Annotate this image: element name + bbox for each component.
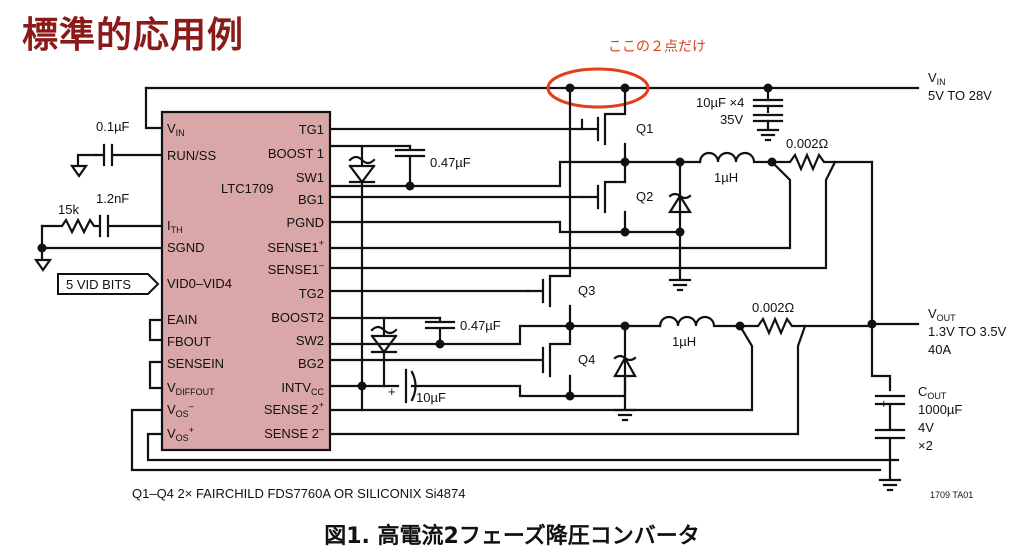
vout-current: 40A	[928, 342, 951, 357]
pin-pgnd: PGND	[286, 215, 324, 230]
ref-code: 1709 TA01	[930, 490, 973, 500]
pin-ith: ITH	[167, 218, 183, 235]
pin-sense1-minus: SENSE1–	[268, 260, 324, 277]
pin-tg2: TG2	[299, 286, 324, 301]
ltc1709-chip	[160, 110, 332, 452]
cap-intvcc-label: 10µF	[416, 390, 446, 405]
q3-label: Q3	[578, 283, 595, 298]
cout-plus: +	[880, 396, 888, 411]
pin-vid: VID0–VID4	[167, 276, 232, 291]
cap-intvcc-plus: +	[388, 384, 396, 399]
pin-tg1: TG1	[299, 122, 324, 137]
pin-bg2: BG2	[298, 356, 324, 371]
pin-fbout: FBOUT	[167, 334, 211, 349]
pin-eain: EAIN	[167, 312, 197, 327]
vout-range: 1.3V TO 3.5V	[928, 324, 1007, 339]
pin-vin: VIN	[167, 121, 185, 138]
pin-runss: RUN/SS	[167, 148, 216, 163]
q2-label: Q2	[636, 189, 653, 204]
cap-boost2-label: 0.47µF	[460, 318, 501, 333]
cap-ith-label: 1.2nF	[96, 191, 129, 206]
vid-bus-label: 5 VID BITS	[66, 277, 131, 292]
pin-sense2-minus: SENSE 2–	[264, 424, 324, 441]
q1-label: Q1	[636, 121, 653, 136]
cout-count: ×2	[918, 438, 933, 453]
cout-value: 1000µF	[918, 402, 962, 417]
pin-vos-plus: VOS+	[167, 425, 194, 443]
figure-caption: 図1. 高電流2フェーズ降圧コンバータ	[324, 524, 700, 549]
res-ith-label: 15k	[58, 202, 79, 217]
cap-in-label: 10µF ×4	[696, 95, 744, 110]
pin-sw2: SW2	[296, 333, 324, 348]
vin-range: 5V TO 28V	[928, 88, 992, 103]
inductor2-label: 1µH	[672, 334, 696, 349]
callout-ellipse	[546, 67, 650, 109]
pin-sense2-plus: SENSE 2+	[264, 400, 324, 417]
q4-label: Q4	[578, 352, 595, 367]
chip-name: LTC1709	[221, 181, 274, 196]
junction-dots	[37, 83, 877, 401]
footnote: Q1–Q4 2× FAIRCHILD FDS7760A OR SILICONIX…	[132, 486, 465, 501]
vout-label: VOUT	[928, 306, 956, 323]
shunt2-label: 0.002Ω	[752, 300, 795, 315]
pin-vos-minus: VOS–	[167, 401, 194, 419]
pin-sw1: SW1	[296, 170, 324, 185]
cout-label: COUT	[918, 384, 947, 401]
pin-vdiffout: VDIFFOUT	[167, 380, 215, 397]
cap-runss-label: 0.1µF	[96, 119, 130, 134]
pin-sgnd: SGND	[167, 240, 205, 255]
cap-in-voltage: 35V	[720, 112, 743, 127]
pin-boost2: BOOST2	[271, 310, 324, 325]
vin-label: VIN	[928, 70, 946, 87]
cout-voltage: 4V	[918, 420, 934, 435]
pin-boost1: BOOST 1	[268, 146, 324, 161]
cap-boost1-label: 0.47µF	[430, 155, 471, 170]
inductor1-label: 1µH	[714, 170, 738, 185]
pin-intvcc: INTVCC	[281, 380, 324, 397]
pin-bg1: BG1	[298, 192, 324, 207]
page-heading: 標準的応用例	[22, 15, 245, 56]
pin-sense1-plus: SENSE1+	[267, 238, 324, 255]
callout-note: ここの２点だけ	[608, 39, 706, 55]
pin-sensein: SENSEIN	[167, 356, 224, 371]
shunt1-label: 0.002Ω	[786, 136, 829, 151]
